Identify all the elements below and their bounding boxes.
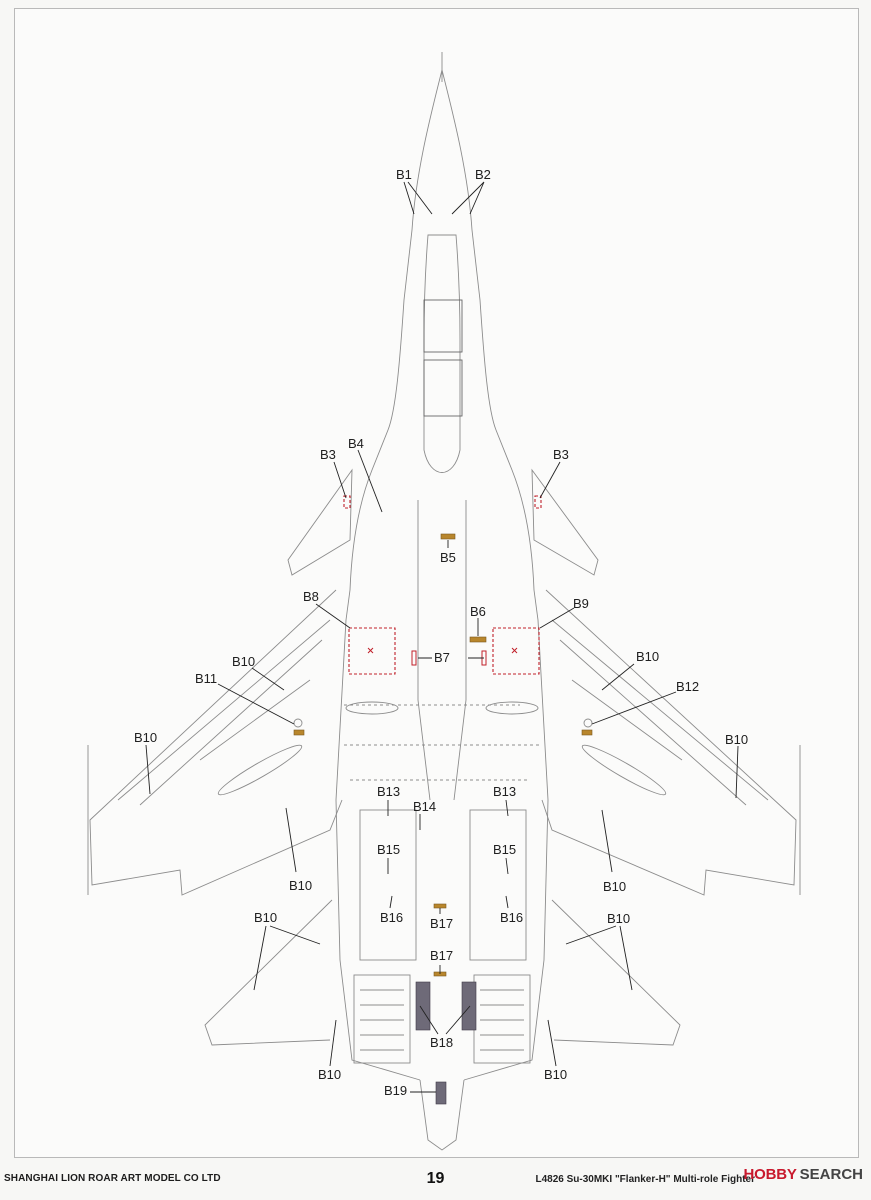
canopy <box>423 234 461 473</box>
callout-b2: B2 <box>475 167 491 182</box>
callout-b10-7: B10 <box>254 910 278 925</box>
decal-b5 <box>440 533 456 540</box>
callout-b13-left: B13 <box>377 784 401 799</box>
wing-left <box>89 589 343 896</box>
callout-b16-right: B16 <box>500 910 524 925</box>
tail-cone <box>419 1079 465 1151</box>
leader-b10h <box>565 925 633 991</box>
decal-b12 <box>581 729 593 736</box>
leader-b10g <box>253 925 321 991</box>
decal-panel-right <box>492 627 540 675</box>
leader-b11 <box>217 683 295 725</box>
callout-b5: B5 <box>440 550 456 565</box>
callout-b8: B8 <box>303 589 319 604</box>
callout-b16-left: B16 <box>380 910 404 925</box>
callout-b11: B11 <box>195 671 218 686</box>
callout-b3-left: B3 <box>320 447 336 462</box>
leader-b3-left <box>333 461 347 499</box>
watermark-brand: HOBBY <box>743 1166 797 1183</box>
callout-b7: B7 <box>434 650 450 665</box>
callout-b14: B14 <box>413 799 437 814</box>
callout-b10-1: B10 <box>232 654 256 669</box>
leader-b4 <box>357 449 383 513</box>
leader-b10a <box>251 667 285 691</box>
decal-panel-left <box>348 627 396 675</box>
sheet-border <box>14 8 859 1158</box>
leader-b9 <box>539 607 575 629</box>
callout-b17-lower: B17 <box>430 948 454 963</box>
callout-b4: B4 <box>348 436 364 451</box>
leader-b10d <box>735 745 739 799</box>
callout-b10-9: B10 <box>318 1067 342 1082</box>
product-code: L4826 Su-30MKI "Flanker-H" Multi-role Fi… <box>535 1174 755 1185</box>
callout-b15-left: B15 <box>377 842 401 857</box>
canard-left <box>287 468 353 576</box>
leader-b10c <box>145 744 151 795</box>
leader-b15r <box>505 857 509 875</box>
cockpit-rear <box>423 359 463 417</box>
decal-b11 <box>293 729 305 736</box>
leader-b8 <box>315 603 351 629</box>
callout-b12: B12 <box>676 679 700 694</box>
leader-b10j <box>547 1019 557 1067</box>
callout-b1: B1 <box>396 167 412 182</box>
leader-b18 <box>419 1005 471 1035</box>
callout-b10-5: B10 <box>289 878 313 893</box>
page-number: 19 <box>426 1170 445 1187</box>
decal-b6 <box>469 636 487 643</box>
canard-right <box>531 468 599 576</box>
callout-b17-upper: B17 <box>430 916 454 931</box>
callout-b10-2: B10 <box>636 649 660 664</box>
leader-b13r <box>505 799 509 817</box>
decal-b18-right <box>461 981 477 1031</box>
callout-b13-right: B13 <box>493 784 517 799</box>
callout-b19: B19 <box>384 1083 408 1098</box>
leader-b2 <box>451 181 485 215</box>
fuselage-outline <box>345 69 539 621</box>
decal-b3-right <box>534 495 542 509</box>
cockpit-front <box>423 299 463 353</box>
leader-b10i <box>329 1019 337 1067</box>
decal-b17a <box>433 903 447 909</box>
callout-b18: B18 <box>430 1035 454 1050</box>
leader-b16l <box>389 895 393 909</box>
center-body <box>335 619 549 1081</box>
callout-b10-4: B10 <box>725 732 749 747</box>
callout-b10-8: B10 <box>607 911 631 926</box>
nozzle-left <box>353 974 411 1064</box>
leader-b10b <box>601 663 635 691</box>
leader-b16r <box>505 895 509 909</box>
decal-b18-left <box>415 981 431 1031</box>
watermark: HOBBY SEARCH <box>743 1166 863 1183</box>
tailplane-left <box>204 899 333 1046</box>
watermark-word: SEARCH <box>799 1166 863 1183</box>
leader-b12 <box>591 691 677 725</box>
wing-right <box>541 589 797 896</box>
company-name: SHANGHAI LION ROAR ART MODEL CO LTD <box>4 1173 221 1184</box>
decal-b3-left <box>343 495 351 509</box>
leader-b10f <box>601 809 613 873</box>
callout-b3-right: B3 <box>553 447 569 462</box>
leader-b10e <box>285 807 297 873</box>
callout-b10-6: B10 <box>603 879 627 894</box>
callout-b10-3: B10 <box>134 730 158 745</box>
leader-b1 <box>403 181 433 215</box>
leader-b3-right <box>539 461 561 499</box>
callout-b6: B6 <box>470 604 486 619</box>
tailplane-right <box>551 899 681 1046</box>
decal-b19 <box>435 1081 447 1105</box>
callout-b15-right: B15 <box>493 842 517 857</box>
callout-b10-10: B10 <box>544 1067 568 1082</box>
callout-b9: B9 <box>573 596 589 611</box>
